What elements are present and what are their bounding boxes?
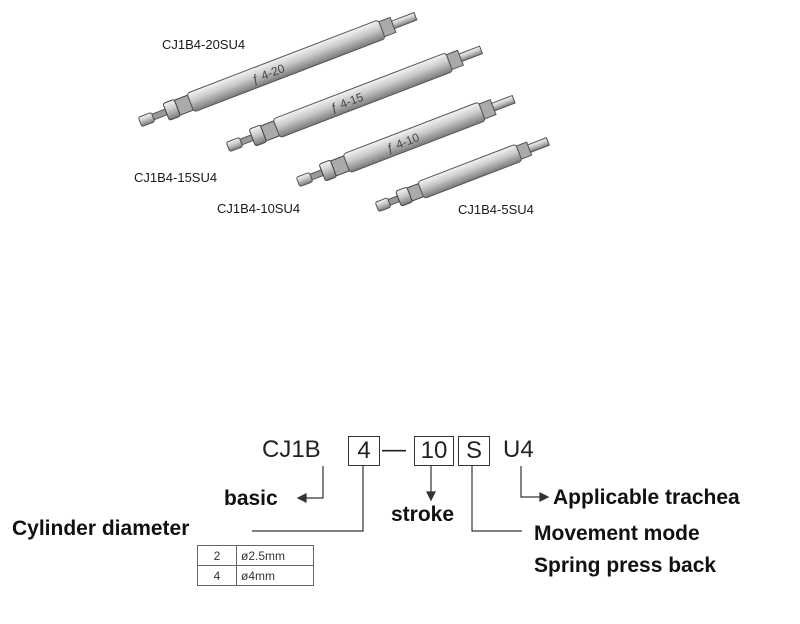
model-label-20: CJ1B4-20SU4 xyxy=(162,37,246,52)
arrow-stroke xyxy=(426,491,436,502)
leader-basic xyxy=(304,466,324,499)
callout-stroke: stroke xyxy=(391,503,455,526)
callout-applicable-trachea: Applicable trachea xyxy=(553,486,740,509)
arrow-port xyxy=(539,492,550,502)
diameter-table: 2 ø2.5mm 4 ø4mm xyxy=(197,545,314,586)
model-label-10: CJ1B4-10SU4 xyxy=(217,201,301,216)
code-series: CJ1B xyxy=(262,436,321,463)
table-cell-size: ø2.5mm xyxy=(236,545,314,566)
callout-spring-press-back: Spring press back xyxy=(534,554,717,577)
model-label-15: CJ1B4-15SU4 xyxy=(134,170,218,185)
cylinder-illustrations: ƒ 4-20 ƒ 4-15 ƒ 4-10 xyxy=(138,11,550,212)
code-diameter-box: 4 xyxy=(348,436,380,466)
table-row: 4 ø4mm xyxy=(197,565,314,586)
code-port: U4 xyxy=(503,436,534,463)
leader-diameter xyxy=(252,466,364,532)
model-label-5: CJ1B4-5SU4 xyxy=(458,202,534,217)
table-cell-code: 4 xyxy=(197,565,237,586)
table-cell-code: 2 xyxy=(197,545,237,566)
code-mode-box: S xyxy=(458,436,490,466)
callout-basic: basic xyxy=(224,487,278,510)
table-row: 2 ø2.5mm xyxy=(197,545,314,566)
callout-movement-mode: Movement mode xyxy=(534,522,700,545)
code-dash: — xyxy=(382,436,406,463)
cylinder-cj1b4-15-image: ƒ 4-15 xyxy=(226,45,484,152)
cylinder-cj1b4-5-image xyxy=(375,137,550,212)
leader-port xyxy=(520,466,540,498)
table-cell-size: ø4mm xyxy=(236,565,314,586)
code-stroke-box: 10 xyxy=(414,436,454,466)
arrow-basic xyxy=(296,493,307,503)
leader-mode xyxy=(471,466,522,532)
callout-cylinder-diameter: Cylinder diameter xyxy=(12,517,190,540)
